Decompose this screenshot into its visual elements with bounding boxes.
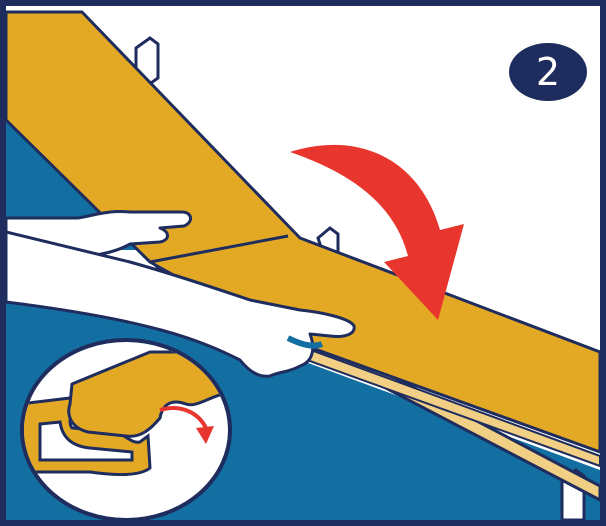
click-lock-joint-detail-icon: [20, 340, 230, 520]
plank-installation-illustration: [6, 6, 600, 520]
step-number-badge: 2: [509, 43, 587, 101]
